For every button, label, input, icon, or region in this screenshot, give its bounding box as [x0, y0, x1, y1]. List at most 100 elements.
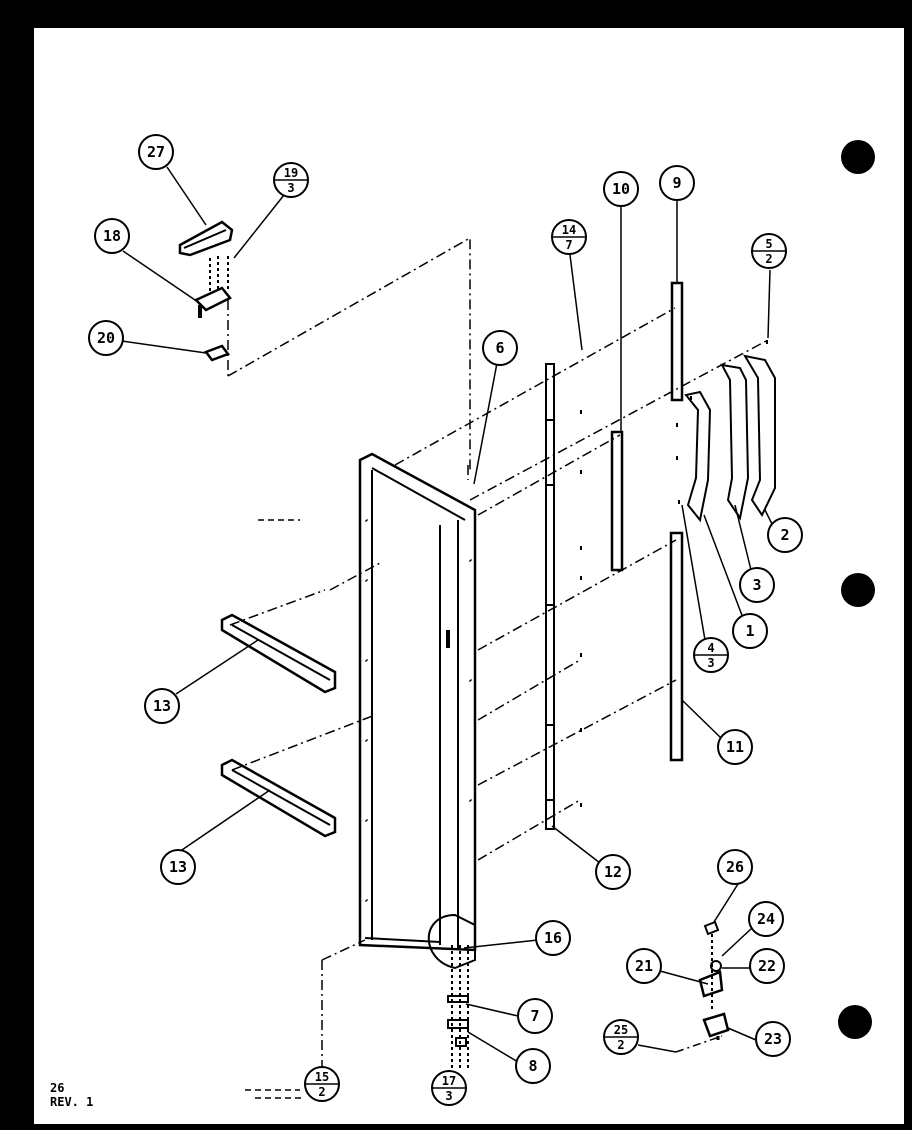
callout-circle [717, 849, 753, 885]
callout-14: 147 [551, 219, 587, 255]
part-13-rail-lower-edge [231, 769, 331, 826]
callout-circle [659, 165, 695, 201]
callout-27: 27 [138, 134, 174, 170]
callout-circle [717, 729, 753, 765]
binder-hole-top [841, 140, 875, 174]
door-rivets [364, 518, 473, 903]
callout-quantity: 2 [617, 1038, 624, 1052]
callout-circle [749, 948, 785, 984]
callout-part-number: 14 [562, 223, 576, 237]
callout-10: 10 [603, 171, 639, 207]
callout-part-number: 15 [315, 1070, 329, 1084]
callout-number: 23 [764, 1030, 782, 1048]
callout-9: 9 [659, 165, 695, 201]
callout-6: 6 [482, 330, 518, 366]
assembly-guide-lines [229, 307, 769, 1080]
callout-number: 10 [612, 180, 630, 198]
binder-hole-middle [841, 573, 875, 607]
callout-number: 21 [635, 957, 653, 975]
part-1-trim [684, 390, 712, 523]
callout-circle [732, 613, 768, 649]
callout-20: 20 [88, 320, 124, 356]
callout-7: 7 [517, 998, 553, 1034]
callout-number: 26 [726, 858, 744, 876]
callout-part-number: 17 [442, 1074, 456, 1088]
callout-18: 18 [94, 218, 130, 254]
part-11-gasket [669, 531, 684, 762]
callout-circle [755, 1021, 791, 1057]
top-hinge-group [178, 220, 471, 470]
part-13-rail-upper-edge [231, 624, 331, 681]
callout-quantity: 3 [287, 181, 294, 195]
door-outer-frame [358, 452, 477, 952]
hinge-bracket [193, 286, 232, 312]
callout-part-number: 25 [614, 1023, 628, 1037]
callout-circle [160, 849, 196, 885]
callout-23: 23 [755, 1021, 791, 1057]
callout-8: 8 [515, 1048, 551, 1084]
callout-number: 2 [780, 526, 789, 544]
hinge-cover-rib [183, 229, 227, 249]
callout-quantity: 7 [565, 238, 572, 252]
callout-number: 12 [604, 863, 622, 881]
part-12-strip [545, 363, 555, 830]
callout-number: 22 [758, 957, 776, 975]
part-2-trim [742, 354, 776, 518]
callout-number: 7 [530, 1007, 539, 1025]
callout-number: 8 [528, 1057, 537, 1075]
callout-quantity: 2 [318, 1085, 325, 1099]
callout-number: 20 [97, 329, 115, 347]
callout-number: 18 [103, 227, 121, 245]
callout-circle [138, 134, 174, 170]
callout-3: 3 [739, 567, 775, 603]
callout-24: 24 [748, 901, 784, 937]
callout-15: 152 [304, 1066, 340, 1102]
callout-2: 2 [767, 517, 803, 553]
lower-hinge-stack [447, 945, 469, 1070]
part-10-gasket [610, 430, 624, 572]
callout-circle [739, 567, 775, 603]
callout-circle [517, 998, 553, 1034]
callout-circle [88, 320, 124, 356]
callout-4: 43 [693, 637, 729, 673]
callout-quantity: 2 [765, 252, 772, 266]
callout-1: 1 [732, 613, 768, 649]
callout-number: 1 [745, 622, 754, 640]
callout-quantity: 3 [445, 1089, 452, 1103]
callout-13a: 13 [144, 688, 180, 724]
callout-circle [94, 218, 130, 254]
callout-26: 26 [717, 849, 753, 885]
callout-5: 52 [751, 233, 787, 269]
door-bottom-rail [364, 937, 441, 943]
callout-19: 193 [273, 162, 309, 198]
callout-17: 173 [431, 1070, 467, 1106]
screws [580, 340, 768, 807]
callout-number: 6 [495, 339, 504, 357]
callout-number: 16 [544, 929, 562, 947]
door-panel [358, 452, 477, 970]
callout-circle [748, 901, 784, 937]
callout-circle [535, 920, 571, 956]
callout-number: 11 [726, 738, 744, 756]
part-13-rail-upper [220, 613, 337, 694]
callout-part-number: 5 [765, 237, 772, 251]
revision-label: REV. 1 [50, 1095, 93, 1109]
callout-circle [626, 948, 662, 984]
callout-25: 252 [603, 1019, 639, 1055]
callout-circle [144, 688, 180, 724]
callout-21: 21 [626, 948, 662, 984]
callout-12: 12 [595, 854, 631, 890]
door-handle-grip [427, 913, 476, 970]
callout-circle [595, 854, 631, 890]
callout-number: 13 [169, 858, 187, 876]
door-assembly-drawing [178, 220, 776, 1099]
callout-quantity: 3 [707, 656, 714, 670]
callout-circle [603, 171, 639, 207]
callout-circle [515, 1048, 551, 1084]
callout-number: 9 [672, 174, 681, 192]
hinge-cover [178, 220, 234, 257]
callout-number: 3 [752, 576, 761, 594]
callout-part-number: 4 [707, 641, 714, 655]
